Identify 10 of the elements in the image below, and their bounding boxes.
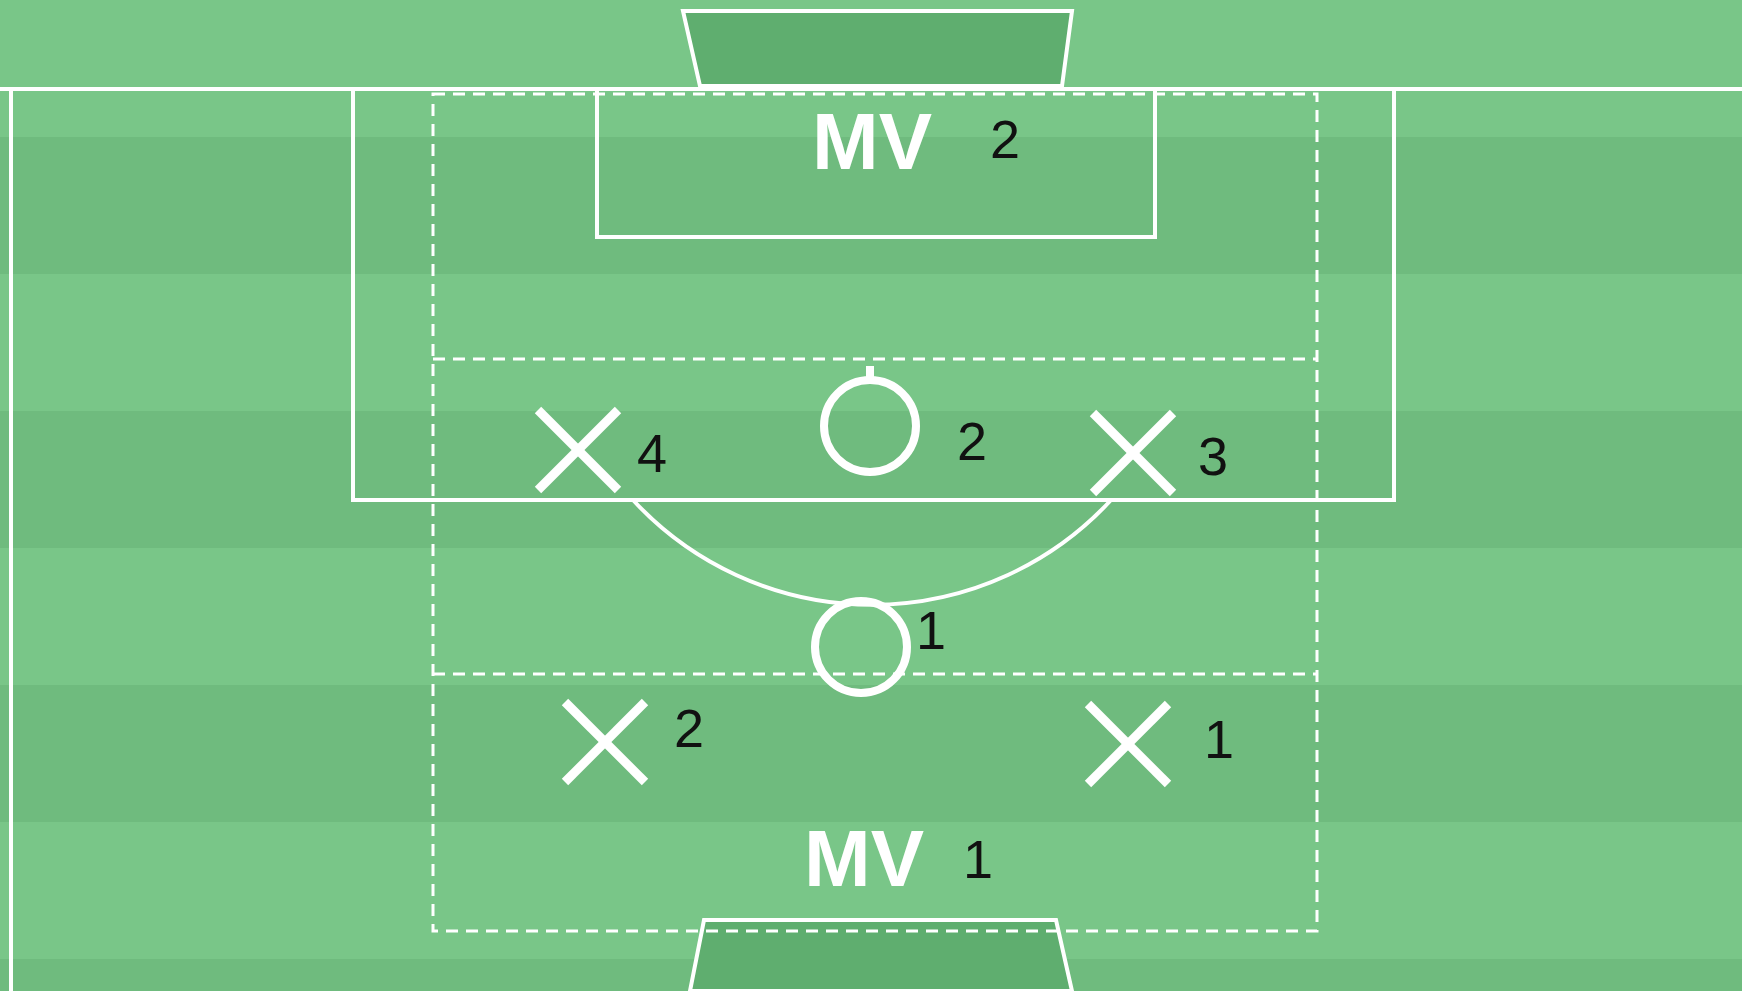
- player-number: 2: [990, 112, 1020, 166]
- goalkeeper-label: MV: [812, 102, 932, 182]
- player-number: 2: [674, 701, 704, 755]
- goalkeeper-label: MV: [804, 819, 924, 899]
- player-number: 4: [637, 426, 667, 480]
- player-number: 3: [1198, 429, 1228, 483]
- player-number: 1: [1204, 712, 1234, 766]
- player-number: 1: [916, 603, 946, 657]
- player-number: 1: [963, 832, 993, 886]
- player-number: 2: [957, 414, 987, 468]
